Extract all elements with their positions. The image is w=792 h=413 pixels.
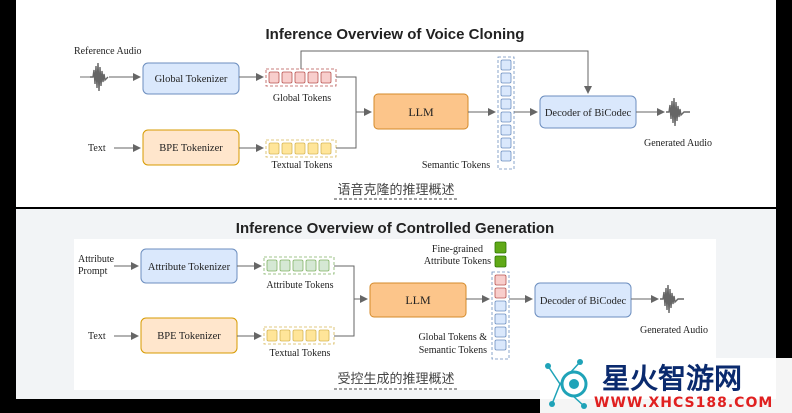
reference-audio-label: Reference Audio <box>74 46 141 57</box>
text-label: Text <box>88 143 106 154</box>
textual-token <box>281 142 293 155</box>
controlled-generation-panel: Inference Overview of Controlled Generat… <box>16 209 776 399</box>
decoder-box <box>534 282 632 318</box>
fine-grained-token-column <box>494 241 507 268</box>
global-semantic-tokens-group <box>491 271 510 360</box>
reference-audio-waveform-icon <box>90 62 109 92</box>
global-token <box>320 71 332 84</box>
llm-label: LLM <box>408 105 434 119</box>
textual-token <box>294 142 306 155</box>
semantic-token <box>500 98 512 110</box>
semantic-token <box>494 326 507 338</box>
attribute-prompt-label-line1: Attribute <box>78 254 115 265</box>
semantic-tokens-group <box>497 56 515 170</box>
textual-token <box>279 329 291 342</box>
bpe-tokenizer-label: BPE Tokenizer <box>157 331 221 342</box>
textual-tokens-group <box>263 326 335 345</box>
arrow-global-to-decoder <box>300 50 592 94</box>
global-token-row <box>268 71 332 84</box>
generated-audio-label: Generated Audio <box>640 325 708 336</box>
textual-token <box>320 142 332 155</box>
voice-cloning-panel: Inference Overview of Voice Cloning Refe… <box>16 0 776 207</box>
decoder-label: Decoder of BiCodec <box>540 296 627 307</box>
attribute-tokens-label: Attribute Tokens <box>266 280 333 291</box>
semantic-token <box>500 59 512 71</box>
attribute-tokens-group <box>263 256 335 275</box>
global-semantic-token-column <box>494 274 507 351</box>
controlled-generation-caption: 受控生成的推理概述 <box>337 371 454 387</box>
semantic-tokens-label: Semantic Tokens <box>422 160 490 171</box>
semantic-token <box>500 124 512 136</box>
diagram-title: Inference Overview of Voice Cloning <box>266 26 525 43</box>
attribute-token <box>292 259 304 272</box>
global-tokens-label: Global Tokens <box>273 93 331 104</box>
textual-token <box>266 329 278 342</box>
global-token <box>294 71 306 84</box>
llm-box <box>369 282 467 318</box>
textual-token <box>305 329 317 342</box>
textual-tokens-group <box>265 139 337 158</box>
global-tokenizer-label: Global Tokenizer <box>155 74 228 85</box>
global-token <box>494 274 507 286</box>
semantic-token <box>500 72 512 84</box>
merge-connector <box>334 265 355 337</box>
generated-audio-label: Generated Audio <box>644 138 712 149</box>
semantic-token <box>500 85 512 97</box>
semantic-token-column <box>500 59 512 162</box>
generated-audio-waveform-icon <box>666 97 690 127</box>
textual-token-row <box>268 142 332 155</box>
attribute-token <box>318 259 330 272</box>
global-token <box>268 71 280 84</box>
attribute-token <box>266 259 278 272</box>
global-token <box>494 287 507 299</box>
textual-token <box>268 142 280 155</box>
semantic-token <box>494 300 507 312</box>
bpe-tokenizer-label: BPE Tokenizer <box>159 143 223 154</box>
global-semantic-label-line1: Global Tokens & <box>418 332 487 343</box>
textual-token <box>292 329 304 342</box>
controlled-generation-diagram: Inference Overview of Controlled Generat… <box>78 220 708 390</box>
merge-connector <box>336 76 357 149</box>
semantic-token <box>500 137 512 149</box>
textual-token-row <box>266 329 330 342</box>
semantic-token <box>500 111 512 123</box>
global-semantic-label-line2: Semantic Tokens <box>419 345 487 356</box>
voice-cloning-diagram: Inference Overview of Voice Cloning Refe… <box>74 26 712 200</box>
decoder-label: Decoder of BiCodec <box>545 108 632 119</box>
voice-cloning-caption: 语音克隆的推理概述 <box>337 182 454 198</box>
semantic-token <box>494 313 507 325</box>
fine-grained-token <box>494 241 507 254</box>
textual-token <box>318 329 330 342</box>
global-token <box>307 71 319 84</box>
attribute-prompt-label-line2: Prompt <box>78 266 108 277</box>
attribute-token-row <box>266 259 330 272</box>
attribute-tokenizer-label: Attribute Tokenizer <box>148 262 231 273</box>
text-label: Text <box>88 331 106 342</box>
llm-label: LLM <box>405 293 431 307</box>
generated-audio-waveform-icon <box>660 284 684 314</box>
attribute-token <box>305 259 317 272</box>
global-tokenizer-box <box>142 62 240 95</box>
fine-grained-label-line2: Attribute Tokens <box>424 256 491 267</box>
diagram-title: Inference Overview of Controlled Generat… <box>236 220 554 237</box>
fine-grained-label-line1: Fine-grained <box>432 244 483 255</box>
textual-tokens-label: Textual Tokens <box>270 348 331 359</box>
textual-tokens-label: Textual Tokens <box>272 160 333 171</box>
fine-grained-token <box>494 255 507 268</box>
global-token <box>281 71 293 84</box>
textual-token <box>307 142 319 155</box>
semantic-token <box>500 150 512 162</box>
attribute-token <box>279 259 291 272</box>
semantic-token <box>494 339 507 351</box>
